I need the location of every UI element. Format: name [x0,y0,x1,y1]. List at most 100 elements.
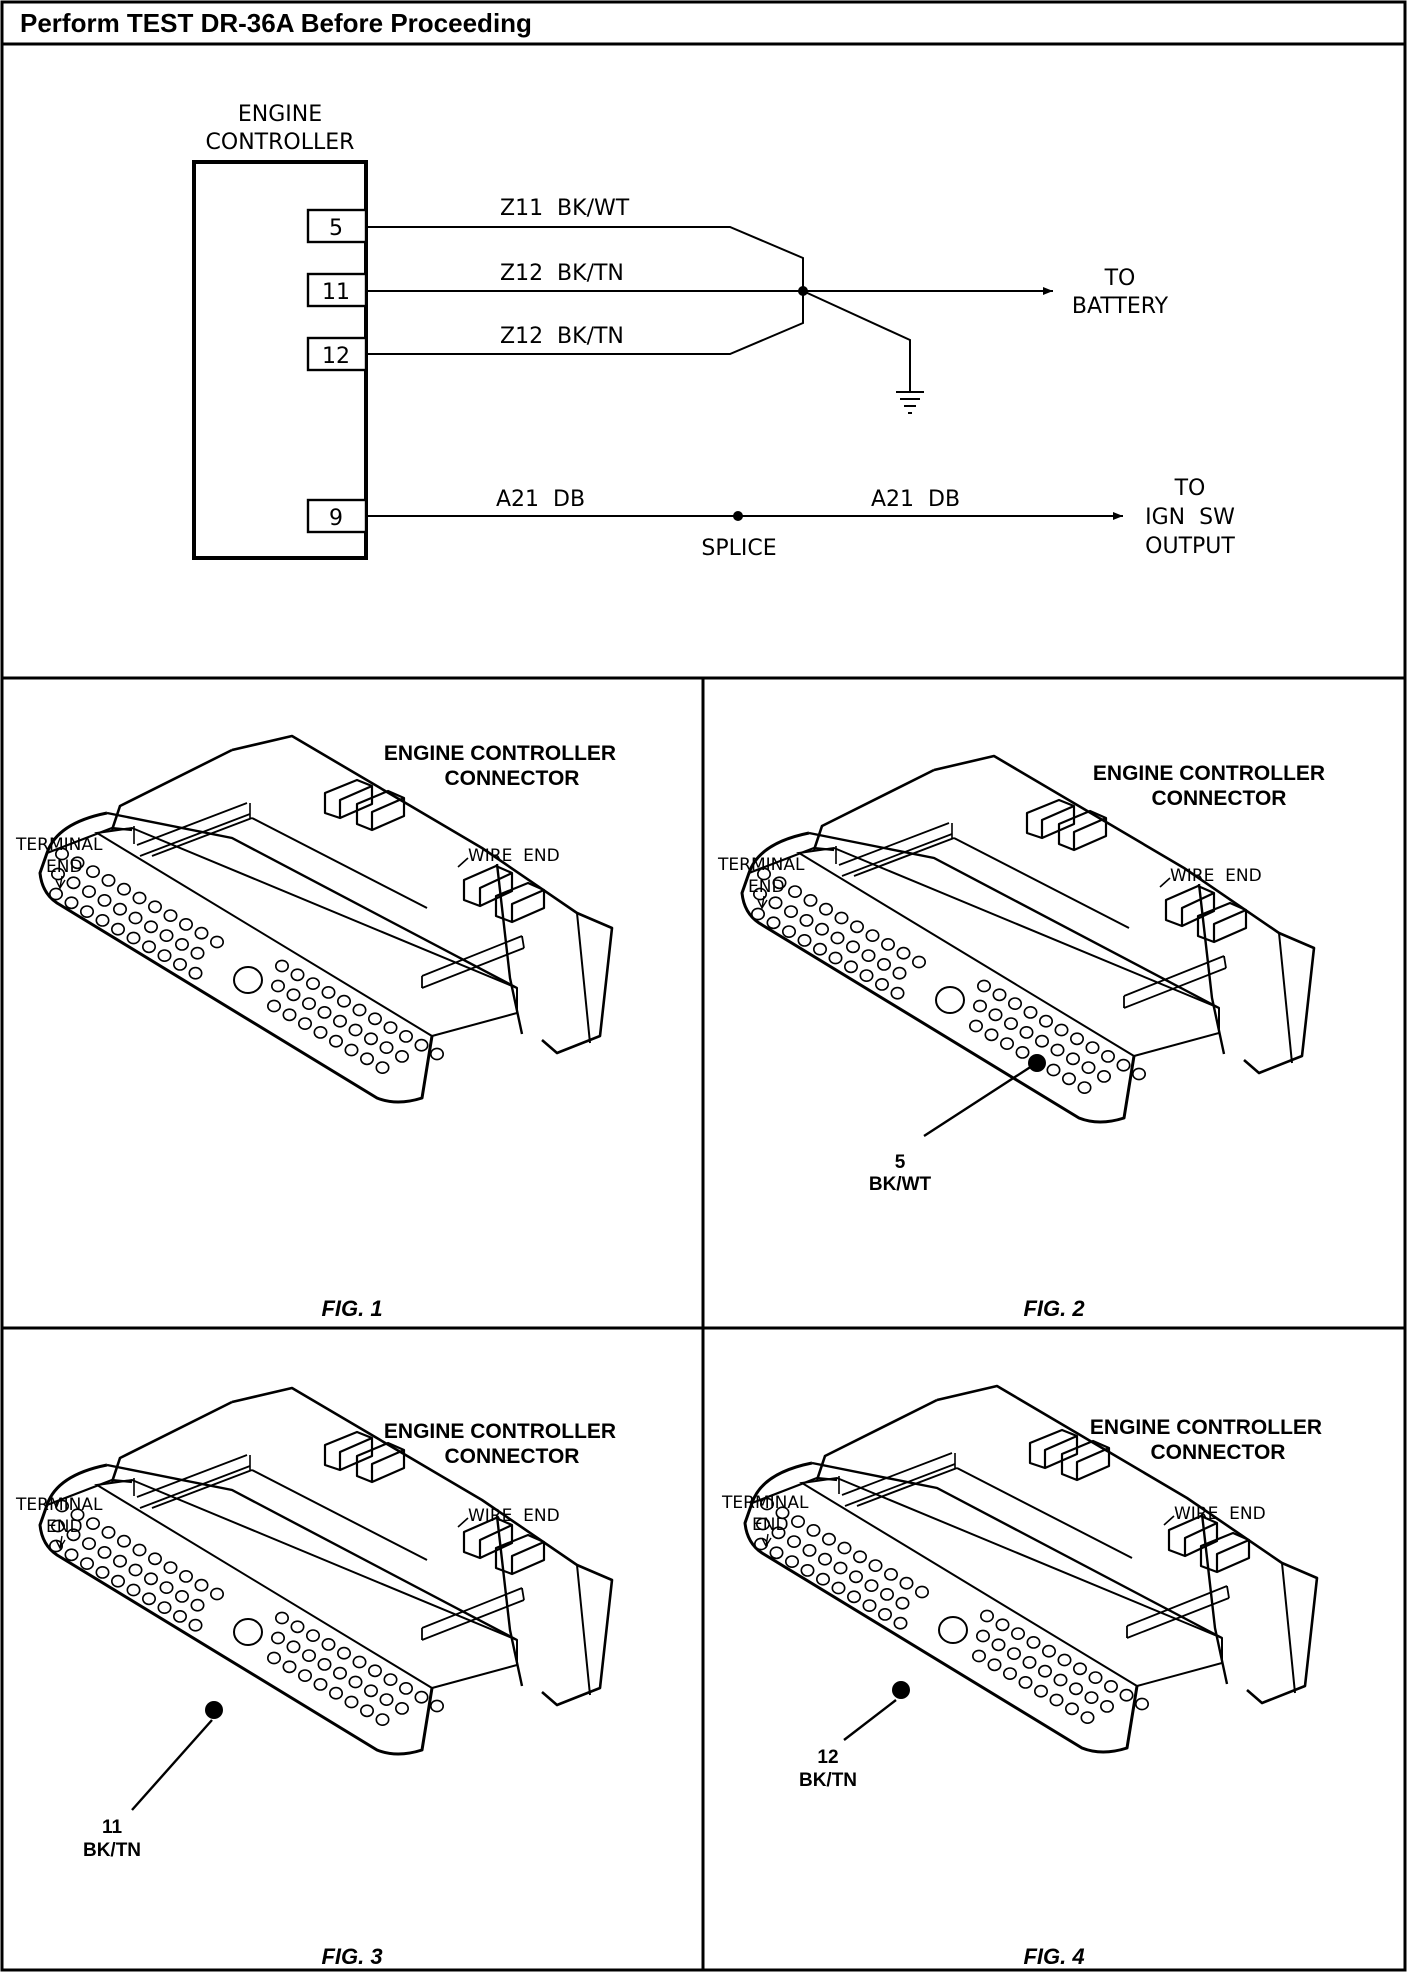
terminal-cavity [769,1546,784,1560]
terminal-cavity [336,1646,351,1660]
terminal-cavity [359,1052,374,1066]
terminal-cavity [305,1629,320,1642]
terminal-cavity [1119,1688,1134,1702]
wire-end-label: WIRE END [468,1506,560,1526]
terminal-cavity [352,1655,367,1669]
pin-highlight-11 [205,1701,223,1719]
terminal-cavity [782,925,797,938]
connector-pins [48,847,444,1074]
terminal-cavity [66,876,81,890]
terminal-cavity [788,885,803,898]
terminal-cavity [82,1537,97,1550]
connector-title-line2: CONNECTOR [1151,1441,1286,1464]
terminal-cavity [756,867,771,881]
terminal-cavity [1084,1691,1099,1704]
terminal-cavity [1003,1017,1018,1030]
terminal-cavity [1018,1675,1033,1689]
terminal-cavity [1022,1655,1037,1669]
terminal-cavity [859,969,874,982]
terminal-cavity [844,960,859,974]
terminal-cavity [1057,1653,1072,1667]
terminal-cavity [799,913,814,927]
terminal-cavity [101,1525,116,1539]
figure-caption: FIG. 4 [1023,1944,1084,1969]
terminal-cavity [80,1557,95,1570]
wire-label-a21-b: A21 DB [871,487,960,512]
terminal-cavity [97,893,112,907]
terminal-cavity [70,1508,85,1522]
terminal-cavity [383,1021,398,1034]
terminal-cavity [1002,1667,1017,1680]
terminal-cavity [881,937,896,951]
terminal-cavity [865,929,880,942]
terminal-cavity [800,1563,815,1577]
terminal-cavity [830,931,845,945]
terminal-cavity [787,1535,802,1548]
pin-label-5: 5 [329,216,343,241]
terminal-cavity [101,873,116,887]
terminal-cavity [864,1579,879,1592]
terminal-cavity [803,893,818,907]
terminal-cavity [1038,1014,1053,1028]
terminal-cavity [892,966,907,980]
terminal-cavity [117,1534,132,1548]
terminal-cavity [1061,1072,1076,1086]
terminal-cavity [179,917,194,931]
terminal-cavity [784,905,799,918]
terminal-cavity [132,891,147,905]
terminal-cavity [383,1673,398,1686]
terminal-cavity [95,1565,110,1579]
ground-symbol [896,391,924,414]
terminal-cavity [775,1506,790,1520]
terminal-cavity [1072,1662,1087,1676]
terminal-cavity [132,1543,147,1557]
splice-label: SPLICE [701,536,776,561]
terminal-end-pointer [55,875,66,891]
terminal-cavity [157,949,172,962]
terminal-cavity [50,1519,65,1533]
terminal-end-label-line2: END [752,1515,789,1535]
terminal-cavity [111,1574,126,1588]
terminal-cavity [163,1561,178,1574]
terminal-cavity [117,882,132,896]
terminal-cavity [1049,1693,1064,1707]
terminal-cavity [367,1664,382,1678]
terminal-cavity [895,1596,910,1610]
terminal-cavity [379,1693,394,1706]
terminal-cavity [190,1598,205,1612]
terminal-cavity [148,900,163,914]
terminal-cavity [328,1034,343,1048]
terminal-cavity [880,1587,895,1601]
terminal-cavity [266,1651,281,1665]
terminal-cavity [144,1572,159,1586]
terminal-cavity [54,847,69,861]
terminal-end-label-line1: TERMINAL [721,1493,809,1513]
terminal-cavity [82,885,97,898]
wire-end-pointer [457,857,469,868]
terminal-cavity [375,1061,390,1074]
terminal-cavity [818,1552,833,1566]
terminal-cavity [188,966,203,980]
terminal-cavity [861,949,876,962]
terminal-cavity [1085,1041,1100,1054]
wire-end-label: WIRE END [1174,1504,1266,1524]
terminal-cavity [1050,1043,1065,1057]
terminal-cavity [398,1029,413,1043]
terminal-cavity [915,1585,930,1599]
callout-pin-number: 5 [895,1152,906,1173]
terminal-cavity [97,1545,112,1559]
terminal-cavity [791,1515,806,1528]
figure-caption: FIG. 1 [321,1296,382,1321]
terminal-cavity [868,1559,883,1572]
terminal-cavity [282,1008,297,1022]
terminal-cavity [755,1517,770,1531]
terminal-cavity [173,1609,188,1623]
figure-panel-3: ENGINE CONTROLLER CONNECTOR TERMINAL END… [15,1386,616,1969]
terminal-cavity [1026,1635,1041,1649]
wire-label-z12-a: Z12 BK/TN [500,261,624,286]
terminal-cavity [819,902,834,916]
terminal-cavity [414,1690,429,1704]
connector-pins [48,1499,444,1726]
terminal-end-label-line1: TERMINAL [717,855,805,875]
